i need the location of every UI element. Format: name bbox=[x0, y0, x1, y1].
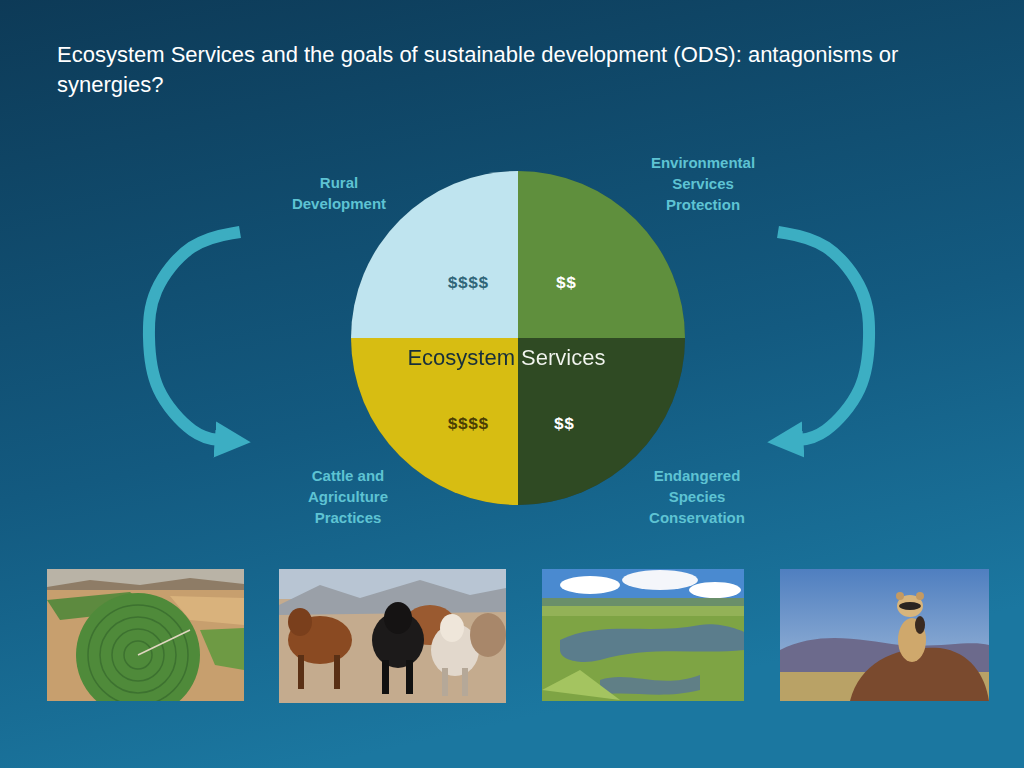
curved-arrow bbox=[778, 232, 869, 440]
service-quadrant: Rural Development$$$$ bbox=[351, 171, 518, 338]
wetland-photo bbox=[542, 569, 744, 701]
quadrant-fill bbox=[518, 171, 685, 338]
quadrant-shape bbox=[518, 171, 685, 338]
farmland-photo bbox=[47, 569, 244, 701]
ferret-photo bbox=[780, 569, 989, 701]
slide-title: Ecosystem Services and the goals of sust… bbox=[57, 40, 987, 100]
center-label: Ecosystem Services bbox=[407, 344, 605, 372]
value-label: $$$$ bbox=[448, 415, 489, 434]
quadrant-heading: Environmental Services Protection bbox=[643, 152, 763, 215]
value-label: $$ bbox=[554, 415, 574, 434]
cattle-photo bbox=[279, 569, 506, 703]
service-quadrant: Environmental Services Protection$$ bbox=[518, 171, 685, 338]
curved-arrow bbox=[149, 232, 240, 440]
service-circle: Rural Development$$$$Environmental Servi… bbox=[351, 171, 685, 505]
value-label: $$ bbox=[556, 274, 576, 293]
quadrant-heading: Endangered Species Conservation bbox=[637, 465, 757, 528]
circle-fill bbox=[351, 171, 685, 505]
quadrant-heading: Rural Development bbox=[279, 172, 399, 214]
quadrant-heading: Cattle and Agriculture Practices bbox=[288, 465, 408, 528]
value-label: $$$$ bbox=[448, 274, 489, 293]
